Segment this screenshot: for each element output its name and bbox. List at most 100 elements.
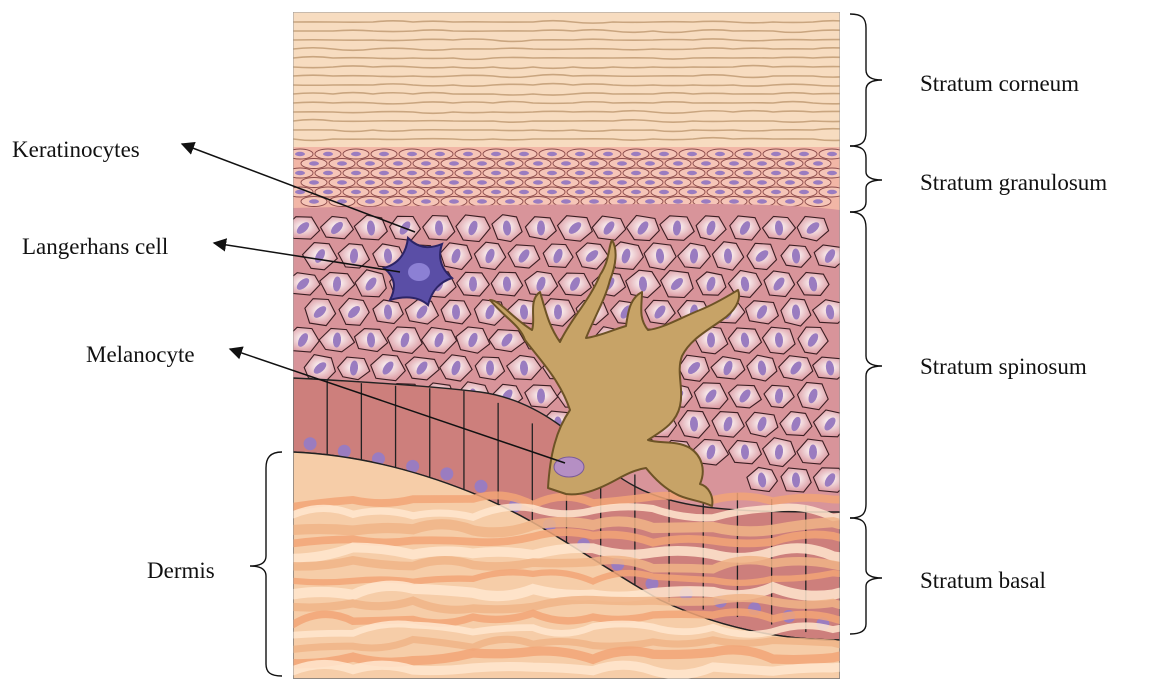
cell-nucleus bbox=[379, 190, 389, 194]
cell-nucleus bbox=[407, 152, 417, 156]
cell-nucleus bbox=[547, 171, 557, 175]
cell-nucleus bbox=[729, 180, 739, 184]
cell-nucleus bbox=[659, 171, 669, 175]
basal-nucleus bbox=[440, 467, 453, 480]
cell-nucleus bbox=[309, 180, 319, 184]
cell-nucleus bbox=[351, 171, 361, 175]
cell-nucleus bbox=[491, 152, 501, 156]
spinosum-bracket bbox=[850, 212, 882, 518]
cell-nucleus bbox=[365, 180, 375, 184]
label-stratum-basal: Stratum basal bbox=[920, 568, 1046, 593]
cell-nucleus bbox=[295, 171, 305, 175]
cell-nucleus bbox=[589, 180, 599, 184]
cell-nucleus bbox=[617, 161, 627, 165]
cell-nucleus bbox=[435, 190, 445, 194]
cell-nucleus bbox=[351, 190, 361, 194]
cell-nucleus bbox=[575, 152, 585, 156]
cell-nucleus bbox=[421, 180, 431, 184]
cell-nucleus bbox=[659, 190, 669, 194]
cell-nucleus bbox=[323, 152, 333, 156]
cell-nucleus bbox=[477, 199, 487, 203]
cell-nucleus bbox=[463, 171, 473, 175]
cell-nucleus bbox=[323, 171, 333, 175]
cell-nucleus bbox=[673, 180, 683, 184]
cell-nucleus bbox=[813, 161, 823, 165]
cell-nucleus bbox=[491, 171, 501, 175]
cell-nucleus bbox=[435, 171, 445, 175]
cell-nucleus bbox=[757, 161, 767, 165]
cell-nucleus bbox=[365, 161, 375, 165]
cell-nucleus bbox=[645, 161, 655, 165]
cell-nucleus bbox=[813, 180, 823, 184]
cell-nucleus bbox=[589, 199, 599, 203]
cell-nucleus bbox=[687, 171, 697, 175]
cell-nucleus bbox=[449, 199, 459, 203]
cell-nucleus bbox=[673, 199, 683, 203]
cell-nucleus bbox=[575, 171, 585, 175]
cell-nucleus bbox=[537, 221, 545, 236]
tissue-illustration bbox=[286, 12, 893, 679]
cell-nucleus bbox=[421, 161, 431, 165]
cell-nucleus bbox=[799, 190, 809, 194]
cell-nucleus bbox=[505, 161, 515, 165]
cell-nucleus bbox=[435, 152, 445, 156]
cell-nucleus bbox=[519, 190, 529, 194]
cell-nucleus bbox=[337, 161, 347, 165]
dermis-bracket bbox=[250, 452, 282, 676]
cell-nucleus bbox=[757, 180, 767, 184]
cell-nucleus bbox=[554, 305, 562, 320]
cell-nucleus bbox=[799, 171, 809, 175]
cell-nucleus bbox=[701, 180, 711, 184]
cell-nucleus bbox=[505, 199, 515, 203]
cell-nucleus bbox=[603, 190, 613, 194]
cell-nucleus bbox=[379, 171, 389, 175]
cell-nucleus bbox=[809, 445, 817, 460]
cell-nucleus bbox=[827, 171, 837, 175]
cell-nucleus bbox=[827, 152, 837, 156]
cell-nucleus bbox=[631, 152, 641, 156]
cell-nucleus bbox=[645, 180, 655, 184]
cell-nucleus bbox=[771, 171, 781, 175]
cell-nucleus bbox=[589, 161, 599, 165]
cell-nucleus bbox=[463, 190, 473, 194]
cell-nucleus bbox=[505, 180, 515, 184]
cell-nucleus bbox=[323, 190, 333, 194]
label-langerhans-cell: Langerhans cell bbox=[22, 234, 168, 259]
label-dermis: Dermis bbox=[147, 558, 215, 583]
cell-nucleus bbox=[603, 152, 613, 156]
cell-nucleus bbox=[827, 190, 837, 194]
cell-nucleus bbox=[701, 161, 711, 165]
cell-nucleus bbox=[631, 171, 641, 175]
cell-nucleus bbox=[365, 199, 375, 203]
basal-bracket bbox=[850, 518, 882, 634]
cell-nucleus bbox=[603, 171, 613, 175]
basal-nucleus bbox=[304, 437, 317, 450]
cell-nucleus bbox=[421, 199, 431, 203]
cell-nucleus bbox=[673, 161, 683, 165]
cell-nucleus bbox=[659, 152, 669, 156]
cell-nucleus bbox=[785, 161, 795, 165]
cell-nucleus bbox=[309, 199, 319, 203]
cell-nucleus bbox=[379, 152, 389, 156]
basal-nucleus bbox=[475, 480, 488, 493]
cell-nucleus bbox=[631, 190, 641, 194]
cell-nucleus bbox=[463, 152, 473, 156]
cell-nucleus bbox=[309, 161, 319, 165]
cell-nucleus bbox=[547, 190, 557, 194]
cell-nucleus bbox=[491, 190, 501, 194]
cell-nucleus bbox=[729, 161, 739, 165]
label-melanocyte: Melanocyte bbox=[86, 342, 195, 367]
cell-nucleus bbox=[617, 199, 627, 203]
cell-nucleus bbox=[533, 180, 543, 184]
cell-nucleus bbox=[519, 171, 529, 175]
label-stratum-spinosum: Stratum spinosum bbox=[920, 354, 1087, 379]
langerhans-nucleus bbox=[408, 263, 430, 281]
corneum-bracket bbox=[850, 14, 882, 146]
cell-nucleus bbox=[771, 190, 781, 194]
cell-nucleus bbox=[477, 180, 487, 184]
cell-nucleus bbox=[561, 161, 571, 165]
cell-nucleus bbox=[393, 180, 403, 184]
cell-nucleus bbox=[519, 152, 529, 156]
cell-nucleus bbox=[687, 152, 697, 156]
cell-nucleus bbox=[449, 180, 459, 184]
